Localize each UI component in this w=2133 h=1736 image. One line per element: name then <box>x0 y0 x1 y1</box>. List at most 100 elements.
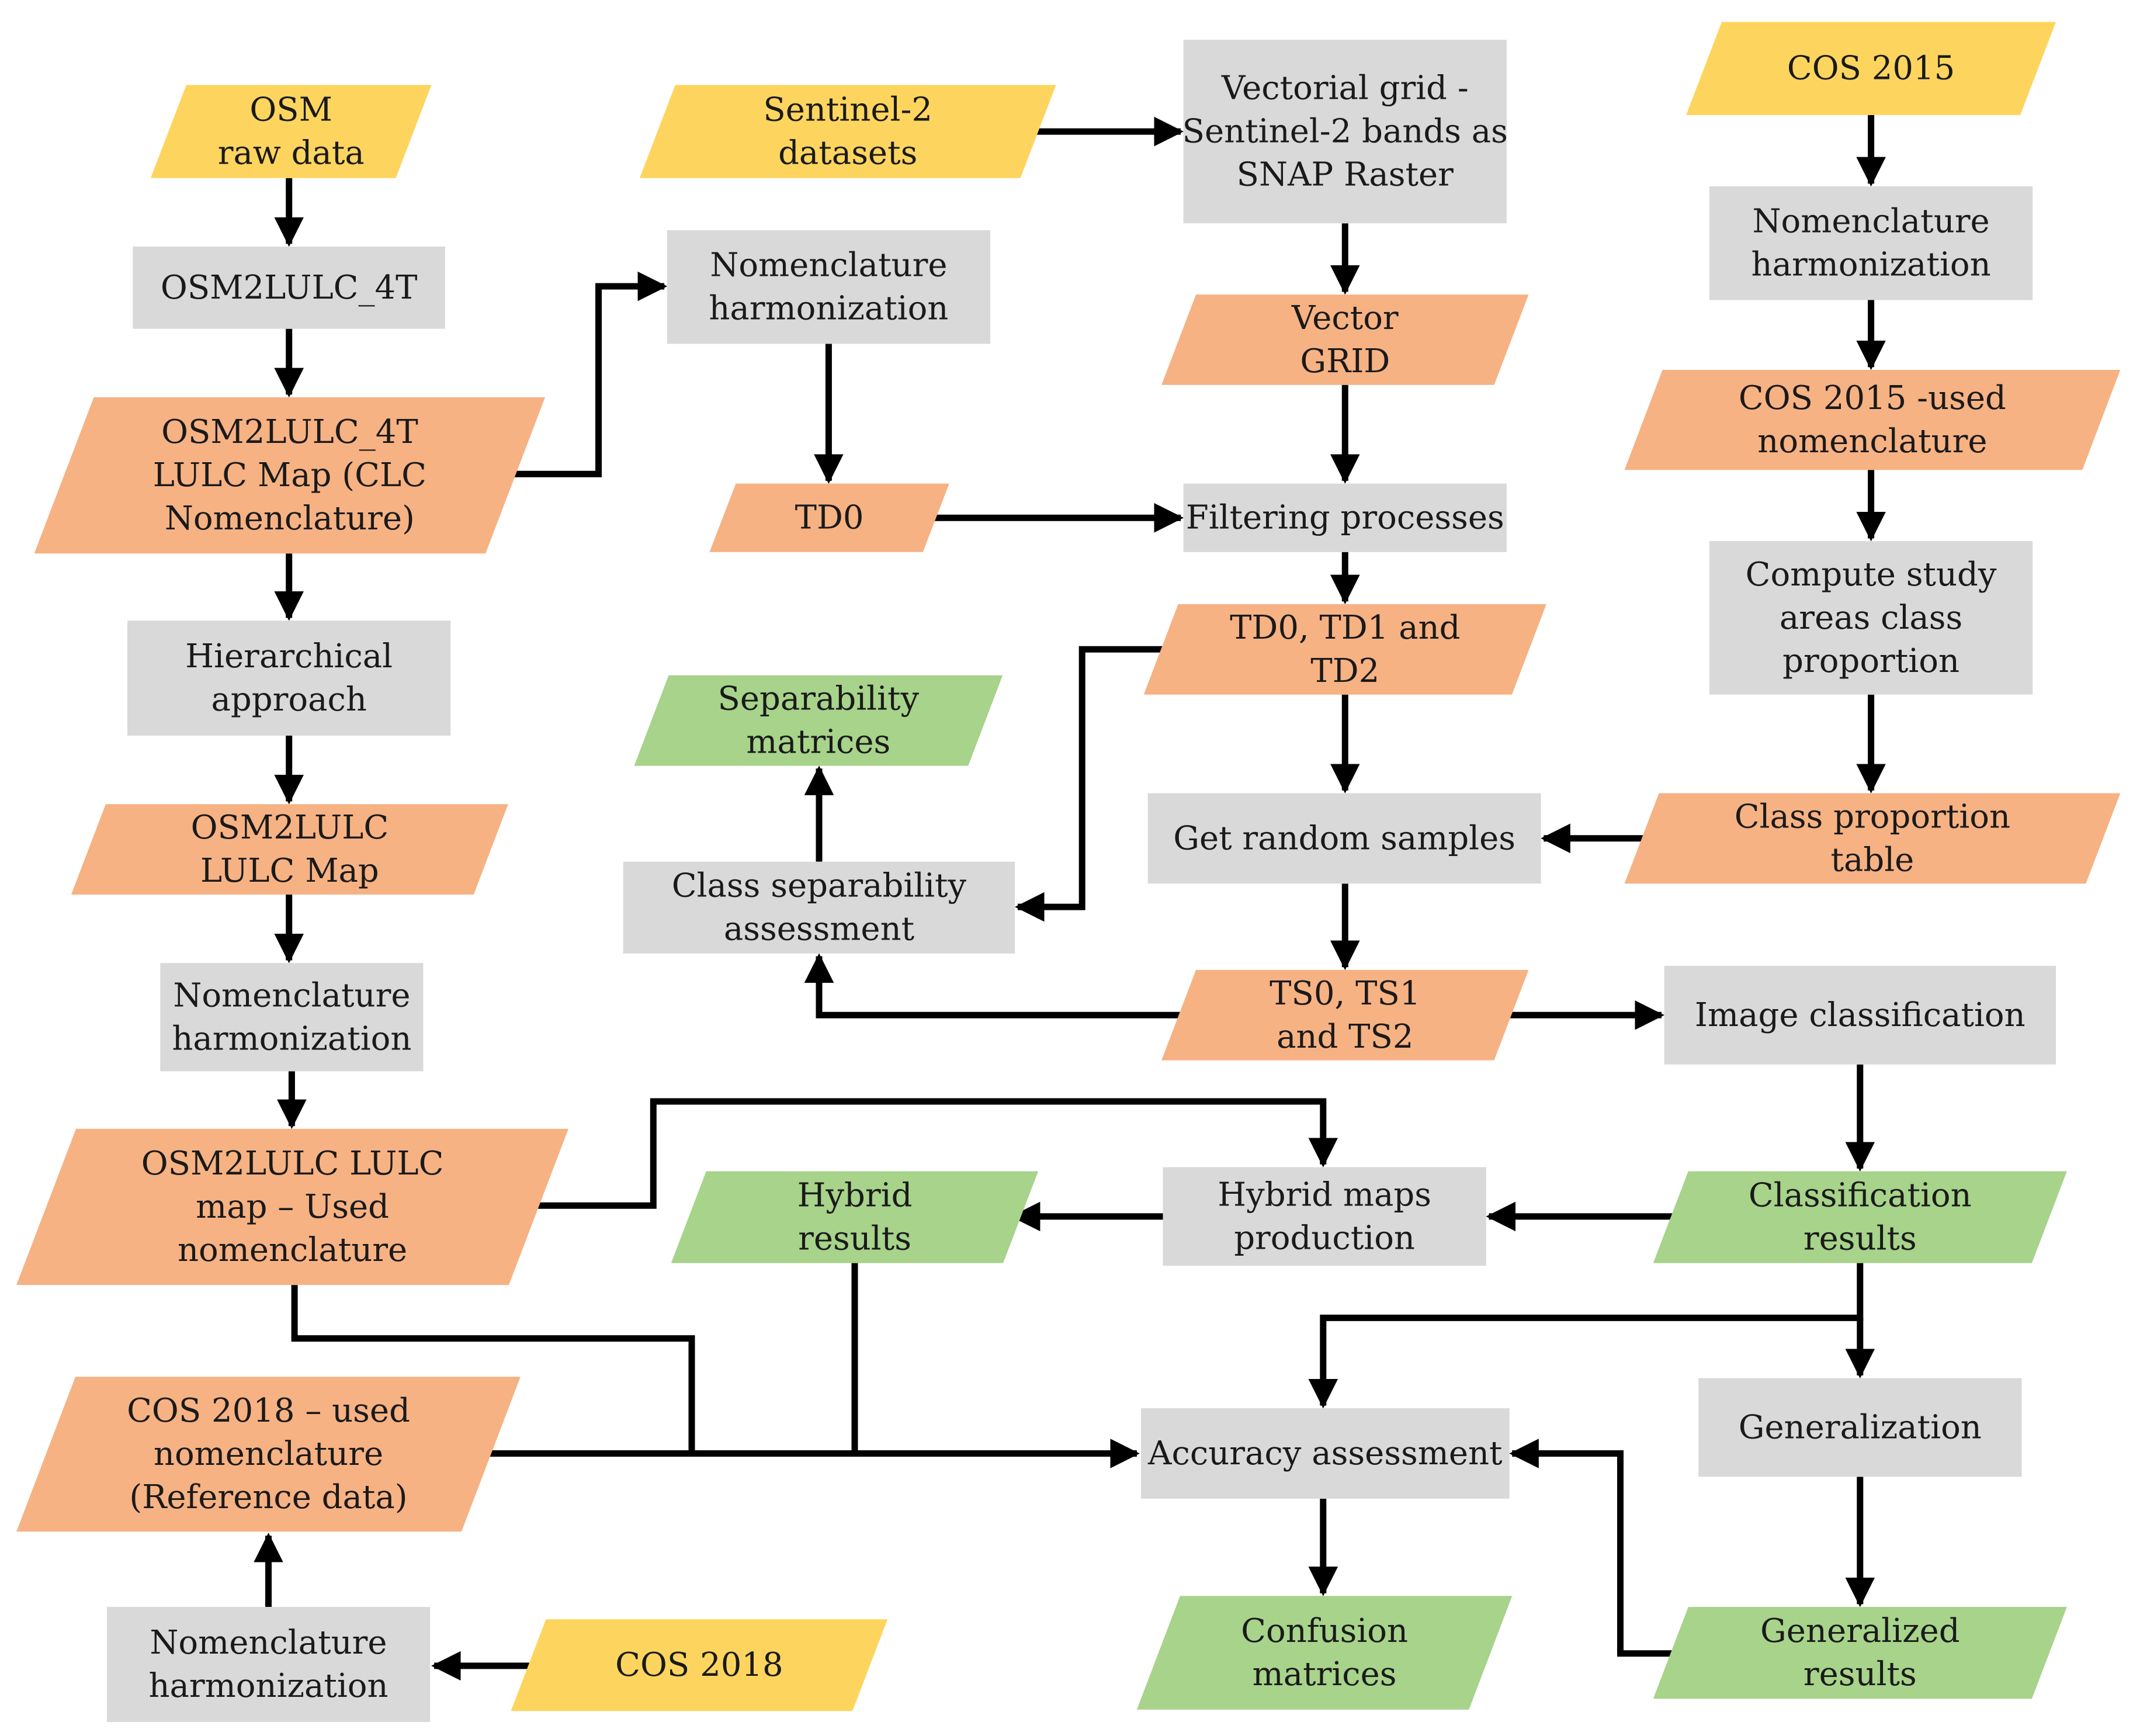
node-label-line: Sentinel-2 <box>763 91 932 129</box>
connector-generalized-to-accuracy <box>1509 1439 1678 1657</box>
node-label-line: nomenclature <box>1757 422 1987 460</box>
connector-used-to-hybrid-maps <box>531 1098 1338 1209</box>
connector-map-4t-to-nomen-harm-mid <box>507 271 668 477</box>
process-box <box>1698 1378 2022 1477</box>
node-label-line: results <box>798 1220 911 1258</box>
process-box <box>623 861 1015 954</box>
node-label-line: TD0, TD1 and <box>1230 609 1460 647</box>
input-parallelogram <box>1686 22 2056 115</box>
node-label-line: Vectorial grid - <box>1221 70 1469 108</box>
node-label-line: raw data <box>218 134 365 172</box>
intermediate-parallelogram <box>1161 969 1529 1061</box>
node-label-line: OSM2LULC_4T <box>161 269 418 307</box>
node-label-line: COS 2015 -used <box>1739 379 2006 417</box>
connector-ts012-to-class-sep <box>804 953 1187 1018</box>
process-box <box>160 963 424 1072</box>
node-vector-grid-proc: Vectorial grid - Sentinel-2 bands as SNAP … <box>1182 40 1508 224</box>
node-label-line: Sentinel-2 bands as <box>1182 113 1508 151</box>
output-parallelogram <box>634 675 1003 766</box>
node-label-line: harmonization <box>172 1020 411 1058</box>
node-label-line: COS 2018 – used <box>127 1392 410 1430</box>
node-label-line: datasets <box>778 134 917 172</box>
node-label-line: LULC Map <box>200 852 379 890</box>
node-label-line: Separability <box>717 680 919 718</box>
node-label-line: GRID <box>1300 342 1390 380</box>
process-box <box>1141 1408 1510 1499</box>
node-accuracy: Accuracy assessment <box>1141 1408 1510 1499</box>
node-label-line: TD0 <box>795 499 864 537</box>
node-label-line: Nomenclature <box>173 976 410 1014</box>
node-label-line: and TS2 <box>1277 1018 1413 1056</box>
intermediate-parallelogram <box>34 397 546 554</box>
node-label-line: Accuracy assessment <box>1147 1434 1503 1472</box>
node-label-line: nomenclature <box>154 1435 383 1473</box>
intermediate-parallelogram <box>16 1377 521 1532</box>
output-parallelogram <box>671 1171 1039 1263</box>
node-label-line: areas class <box>1780 599 1962 637</box>
intermediate-parallelogram <box>1161 294 1529 385</box>
node-label-line: harmonization <box>1752 246 1991 284</box>
node-label-line: OSM2LULC LULC <box>141 1145 444 1183</box>
process-box <box>1183 483 1507 552</box>
node-label-line: Get random samples <box>1173 819 1515 857</box>
node-label-line: Classification <box>1749 1177 1972 1215</box>
input-parallelogram <box>639 85 1056 178</box>
node-label-line: Vector <box>1291 299 1399 337</box>
node-label-line: production <box>1234 1219 1415 1257</box>
node-label-line: matrices <box>1253 1655 1397 1693</box>
node-label-line: Nomenclature) <box>165 500 415 538</box>
process-box <box>106 1607 431 1722</box>
process-box <box>1709 186 2033 300</box>
node-cos2018: COS 2018 <box>511 1619 888 1711</box>
process-box <box>133 247 445 329</box>
process-box <box>1147 793 1541 884</box>
node-label-line: SNAP Raster <box>1237 156 1454 194</box>
node-label-line: Nomenclature <box>1753 203 1990 241</box>
node-osm2lulc-4t: OSM2LULC_4T <box>133 247 445 329</box>
node-cos2015: COS 2015 <box>1686 22 2056 115</box>
output-parallelogram <box>1653 1607 2067 1699</box>
node-classification-results: Classification results <box>1653 1171 2067 1263</box>
node-label-line: Confusion <box>1241 1612 1408 1650</box>
node-nomen-harm-left: Nomenclature harmonization <box>160 963 424 1072</box>
process-box <box>667 230 991 344</box>
node-label-line: results <box>1803 1220 1917 1258</box>
node-label-line: Hybrid <box>797 1177 913 1215</box>
node-filtering: Filtering processes <box>1183 483 1507 552</box>
node-nomen-harm-right: Nomenclature harmonization <box>1709 186 2033 300</box>
output-parallelogram <box>1653 1171 2067 1263</box>
node-label-line: Generalization <box>1739 1409 1982 1447</box>
node-label-line: Generalized <box>1760 1612 1960 1650</box>
node-td0: TD0 <box>709 483 949 552</box>
node-label-line: map – Used <box>196 1188 389 1226</box>
node-label-line: Compute study <box>1746 556 1997 594</box>
node-label-line: Nomenclature <box>150 1624 387 1662</box>
node-confusion-matrices: Confusion matrices <box>1136 1596 1513 1710</box>
node-label-line: Filtering processes <box>1186 499 1504 537</box>
node-label-line: LULC Map (CLC <box>153 456 426 494</box>
intermediate-parallelogram <box>1624 793 2121 884</box>
input-parallelogram <box>150 85 432 178</box>
intermediate-parallelogram <box>16 1128 569 1285</box>
node-label-line: matrices <box>746 723 890 761</box>
node-label-line: harmonization <box>709 290 948 328</box>
intermediate-parallelogram <box>709 483 949 552</box>
node-label-line: table <box>1831 841 1915 879</box>
node-label-line: approach <box>211 681 367 719</box>
input-parallelogram <box>511 1619 888 1711</box>
node-cos2018-used: COS 2018 – used nomenclature (Reference da… <box>16 1377 521 1532</box>
node-label-line: (Reference data) <box>129 1478 407 1516</box>
process-box <box>1163 1167 1486 1266</box>
